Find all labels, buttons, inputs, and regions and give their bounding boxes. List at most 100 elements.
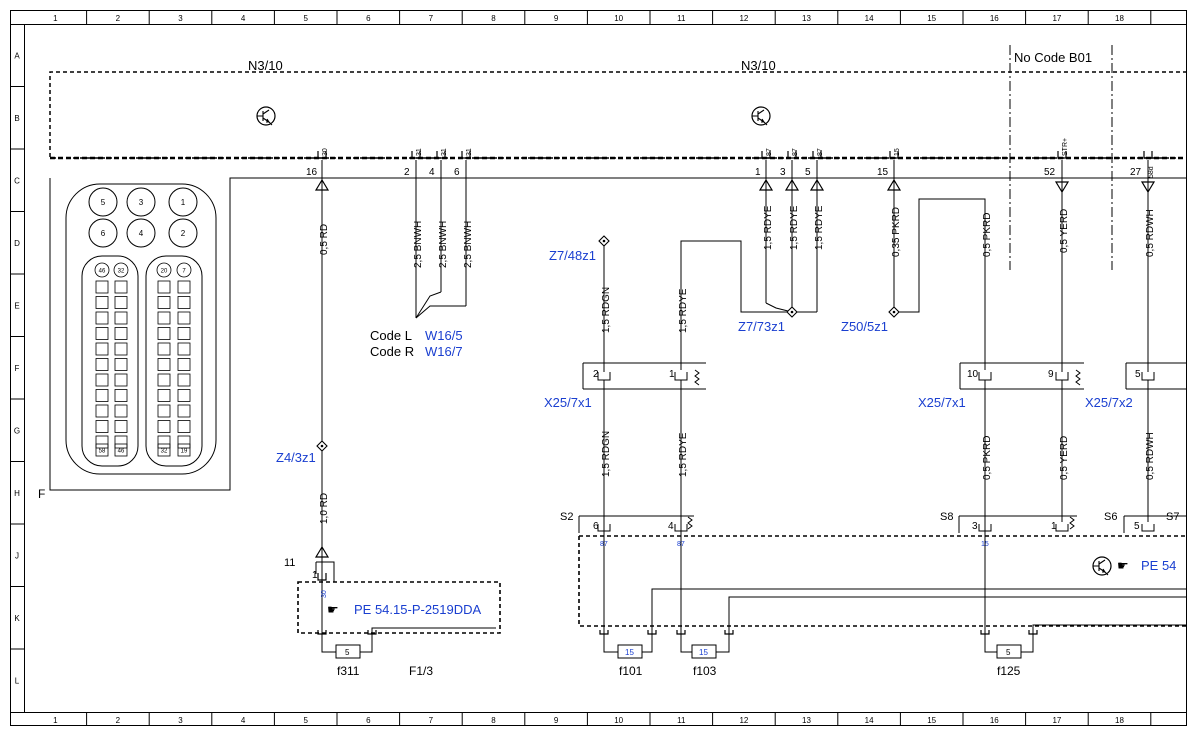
connector-pin <box>95 404 109 418</box>
transistor-icon <box>1092 556 1112 576</box>
module-label-n3-10-right[interactable]: N3/10 <box>741 58 776 73</box>
column-number: 9 <box>554 14 559 23</box>
connector-pin <box>157 389 171 402</box>
connector-pin <box>114 327 128 340</box>
fuse-rating: 5 <box>345 648 350 657</box>
column-number: 10 <box>614 716 623 725</box>
pointing-hand-icon: ☛ <box>327 602 339 617</box>
connector-reference-link[interactable]: X25/7x1 <box>544 395 592 410</box>
connector-pin-number: 58 <box>99 449 106 455</box>
pin-number: 5 <box>805 167 811 178</box>
connector-pin <box>114 373 128 387</box>
module-label-n3-10-left[interactable]: N3/10 <box>248 58 283 73</box>
pe-reference-link[interactable]: PE 54 <box>1141 558 1176 573</box>
module-box-n3-10 <box>49 45 1187 270</box>
wire-label: 0,5 RDWH <box>1145 432 1156 480</box>
terminal-label: 87 <box>677 541 685 548</box>
terminal-label: STR+ <box>1062 138 1069 156</box>
connector-pin <box>157 327 171 340</box>
terminal-label: 87 <box>766 148 773 156</box>
splice-icon <box>888 306 900 318</box>
column-number: 17 <box>1052 14 1061 23</box>
connector-pin <box>176 262 192 278</box>
connector-reference-link[interactable]: X25/7x1 <box>918 395 966 410</box>
connector-pin <box>114 420 128 433</box>
splice-icon <box>786 306 798 318</box>
frame-label: F <box>38 487 45 501</box>
pin-number: 3 <box>972 521 978 532</box>
column-number: 5 <box>303 14 308 23</box>
wire-label: 0,5 PKRD <box>982 436 993 480</box>
fuse-label[interactable]: f103 <box>693 664 717 678</box>
connector-pin <box>114 296 128 309</box>
connector-pin <box>157 311 171 325</box>
splice-reference-link[interactable]: Z7/73z1 <box>738 319 785 334</box>
terminal-label: 87 <box>600 541 608 548</box>
fuse-label[interactable]: f101 <box>619 664 643 678</box>
fuse-symbols <box>335 644 1022 659</box>
column-number: 13 <box>802 14 811 23</box>
connector-pin <box>177 358 191 371</box>
connector-pin <box>157 443 171 457</box>
column-number: 6 <box>366 716 371 725</box>
column-number: 2 <box>116 14 121 23</box>
fuse-block-box <box>297 561 501 634</box>
connector-pin-number: 2 <box>181 229 186 238</box>
wire-label: 1,0 RD <box>319 493 330 524</box>
pin-number: 4 <box>668 521 674 532</box>
terminal-label: 31 <box>466 148 473 156</box>
connector-pin <box>114 342 128 356</box>
wire-label: 0,5 YERD <box>1059 209 1070 253</box>
connector-pin-number: 6 <box>101 229 106 238</box>
row-letter: B <box>14 114 19 123</box>
column-number: 13 <box>802 716 811 725</box>
wiring-reference-link[interactable]: W16/7 <box>425 344 463 359</box>
column-number: 16 <box>990 716 999 725</box>
connector-pin <box>177 420 191 433</box>
connector-pin <box>157 373 171 387</box>
terminal-label: 15 <box>981 541 989 548</box>
wire-label: 0,35 PKRD <box>891 207 902 257</box>
connector-pin <box>95 327 109 340</box>
wire-label: 1,5 RDYE <box>814 205 825 250</box>
connector-pin <box>177 280 191 294</box>
pin-number: 3 <box>780 167 786 178</box>
fuse-label[interactable]: f311 <box>337 664 360 678</box>
connector-pin <box>114 443 128 457</box>
connector-pin-number: 3 <box>139 198 144 207</box>
connector-pin <box>95 342 109 356</box>
splice-reference-link[interactable]: Z4/3z1 <box>276 450 316 465</box>
fuse-box-label[interactable]: F1/3 <box>409 664 433 678</box>
code-condition-label: No Code B01 <box>1014 50 1092 65</box>
connector-pin <box>88 187 118 217</box>
column-number: 7 <box>429 14 434 23</box>
connector-reference-link[interactable]: X25/7x2 <box>1085 395 1133 410</box>
pe-reference-link[interactable]: PE 54.15-P-2519DDA <box>354 602 482 617</box>
pin-number: 27 <box>1130 167 1142 178</box>
connector-pin-number: 19 <box>181 449 188 455</box>
connector-pin <box>157 404 171 418</box>
switch-label[interactable]: S7 <box>1166 511 1179 523</box>
switch-label[interactable]: S8 <box>940 511 953 523</box>
splice-reference-link[interactable]: Z50/5z1 <box>841 319 888 334</box>
fuse-terminal-ticks <box>317 630 1038 635</box>
fuse-rating: 5 <box>1006 648 1011 657</box>
connector-pin <box>95 296 109 309</box>
column-number: 12 <box>739 14 748 23</box>
pin-number: 10 <box>967 369 979 380</box>
fuse-label[interactable]: f125 <box>997 664 1021 678</box>
pin-number: 16 <box>306 167 318 178</box>
terminal-label: 30 <box>321 590 328 598</box>
splice-reference-link[interactable]: Z7/48z1 <box>549 248 596 263</box>
wire-label: 1,5 RDGN <box>601 287 612 333</box>
connector-pin <box>177 373 191 387</box>
row-letter: L <box>15 676 20 685</box>
wiring-reference-link[interactable]: W16/5 <box>425 328 463 343</box>
pin-number: 5 <box>1135 369 1141 380</box>
switch-label[interactable]: S2 <box>560 511 573 523</box>
connector-pin-number: 32 <box>118 269 125 275</box>
fuse-rating: 15 <box>625 648 634 657</box>
switch-label[interactable]: S6 <box>1104 511 1117 523</box>
connector-pin <box>114 389 128 402</box>
